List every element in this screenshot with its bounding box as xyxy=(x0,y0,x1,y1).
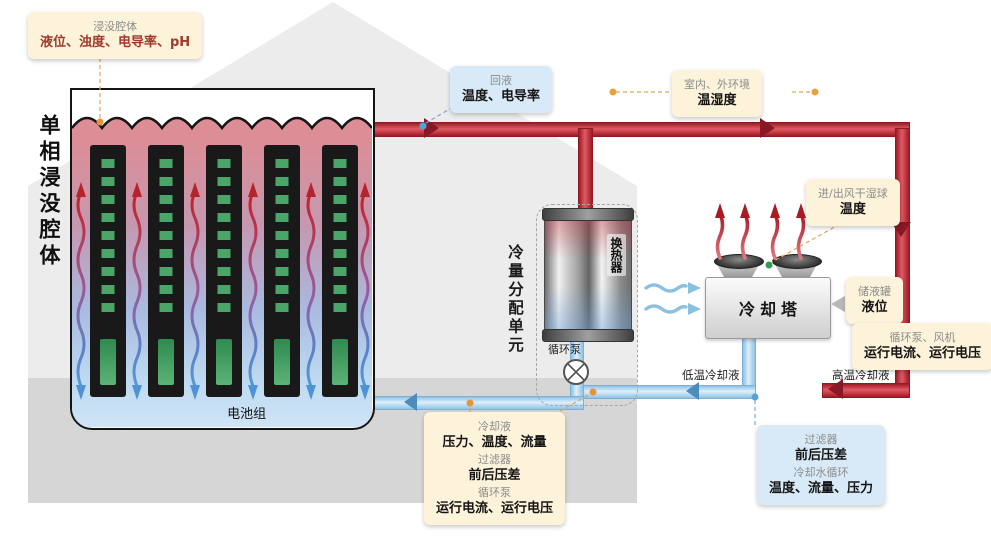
flow-arrow-left-icon xyxy=(686,382,699,400)
flow-arrow-down-icon xyxy=(891,222,911,237)
ambient-box: 室内、外环境 温湿度 xyxy=(672,70,762,117)
high-temp-coolant-label: 高温冷却液 xyxy=(832,368,890,382)
flow-arrow-left-icon xyxy=(404,393,417,411)
return-liquid-title: 回液 xyxy=(490,74,512,87)
hot-return-pipe-top xyxy=(374,122,910,137)
cooling-tower-label: 冷却塔 xyxy=(738,300,802,319)
battery-rack xyxy=(206,145,242,397)
ambient-value: 温湿度 xyxy=(697,93,737,108)
flow-arrow-left-icon xyxy=(828,379,843,399)
circulation-pump-icon xyxy=(563,359,589,385)
cool-air-arrows xyxy=(644,280,703,317)
cooling-water-box: 过滤器 前后压差 冷却水循环 温度、流量、压力 xyxy=(757,425,886,505)
air-bulb-title: 进/出风干湿球 xyxy=(818,187,888,200)
water-row-title: 冷却水循环 xyxy=(793,466,849,479)
immersion-sensor-box: 浸没腔体 液位、浊度、电导率、pH xyxy=(28,12,203,59)
water-row-title: 过滤器 xyxy=(804,433,838,446)
heat-exchanger-bottom-cap xyxy=(542,329,634,342)
coolant-row-value: 运行电流、运行电压 xyxy=(436,501,554,516)
flow-arrow-right-icon xyxy=(760,118,775,138)
immersion-sensor-title: 浸没腔体 xyxy=(93,20,138,33)
water-row-value: 温度、流量、压力 xyxy=(769,481,874,496)
battery-group-label: 电池组 xyxy=(227,407,267,422)
pump-fan-value: 运行电流、运行电压 xyxy=(864,346,982,361)
pump-cross-icon xyxy=(567,363,585,381)
immersion-sensor-value: 液位、浊度、电导率、pH xyxy=(40,35,191,50)
tower-fan-icon xyxy=(714,254,764,269)
tower-fan-icon xyxy=(772,254,822,269)
cdu-title: 冷量分配单元 xyxy=(506,244,524,355)
coolant-row-value: 前后压差 xyxy=(468,468,521,483)
battery-rack xyxy=(90,145,126,397)
coolant-row-title: 循环泵 xyxy=(478,486,511,499)
low-temp-coolant-label: 低温冷却液 xyxy=(682,368,740,382)
convection-arrows xyxy=(74,180,372,402)
coolant-sensor-box: 冷却液 压力、温度、流量 过滤器 前后压差 循环泵 运行电流、运行电压 xyxy=(424,412,566,525)
coolant-row-title: 过滤器 xyxy=(478,453,511,466)
tank-side-title: 单相浸没腔体 xyxy=(37,114,61,270)
sensor-dot xyxy=(811,88,819,96)
return-liquid-box: 回液 温度、电导率 xyxy=(450,66,553,113)
pump-label: 循环泵 xyxy=(548,343,581,356)
battery-rack xyxy=(264,145,300,397)
hot-pipe-to-tower xyxy=(822,383,910,398)
air-bulb-value: 温度 xyxy=(839,202,866,217)
ambient-title: 室内、外环境 xyxy=(684,78,750,91)
immersion-tank: 电池组 xyxy=(70,88,375,430)
battery-rack xyxy=(148,145,184,397)
pump-fan-title: 循环泵、风机 xyxy=(889,331,956,344)
cooling-tower: 冷却塔 xyxy=(705,277,831,339)
water-row-value: 前后压差 xyxy=(795,448,848,463)
heat-exchanger-label: 换热器 xyxy=(607,234,626,276)
sensor-dot xyxy=(609,88,617,96)
reservoir-box: 储液罐 液位 xyxy=(846,277,903,324)
reservoir-pointer-icon xyxy=(831,296,845,312)
battery-rack xyxy=(322,145,358,397)
heat-exchanger-top-cap xyxy=(542,208,634,221)
reservoir-title: 储液罐 xyxy=(858,285,891,298)
reservoir-value: 液位 xyxy=(861,300,888,315)
flow-arrow-right-icon xyxy=(424,118,439,138)
return-liquid-value: 温度、电导率 xyxy=(462,89,541,104)
coolant-row-value: 压力、温度、流量 xyxy=(442,435,547,450)
heat-exchanger: 换热器 xyxy=(542,208,634,342)
pump-fan-box: 循环泵、风机 运行电流、运行电压 xyxy=(852,323,991,370)
coolant-row-title: 冷却液 xyxy=(478,420,511,433)
hot-pipe-into-hx xyxy=(578,128,593,214)
air-bulb-box: 进/出风干湿球 温度 xyxy=(806,179,900,226)
